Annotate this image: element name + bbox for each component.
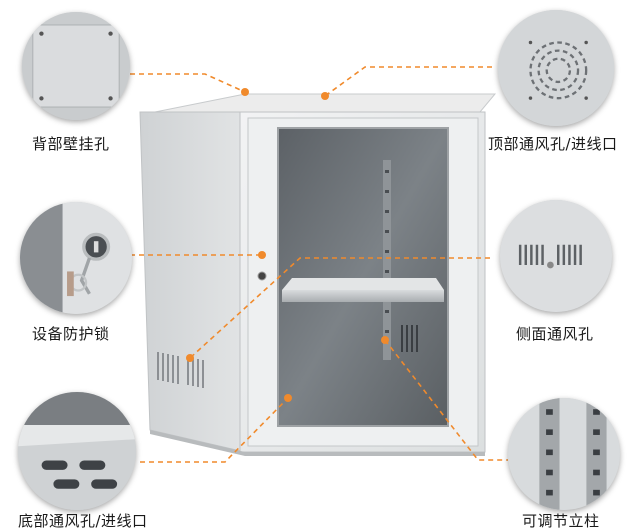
callout-image-side-vent [500,200,612,312]
callout-label: 设备防护锁 [32,325,110,343]
callout-image-adjustable-post [508,398,620,510]
callout-label: 顶部通风孔/进线口 [488,135,618,153]
callout-image-bottom-vent [18,392,136,510]
callout-label: 底部通风孔/进线口 [18,512,148,530]
callout-image-rear-holes [22,12,130,120]
callout-image-top-vent [498,10,614,126]
callout-label: 可调节立柱 [522,512,600,530]
callout-label: 侧面通风孔 [516,325,594,343]
callout-label: 背部壁挂孔 [32,135,110,153]
callout-image-lock [20,202,132,314]
